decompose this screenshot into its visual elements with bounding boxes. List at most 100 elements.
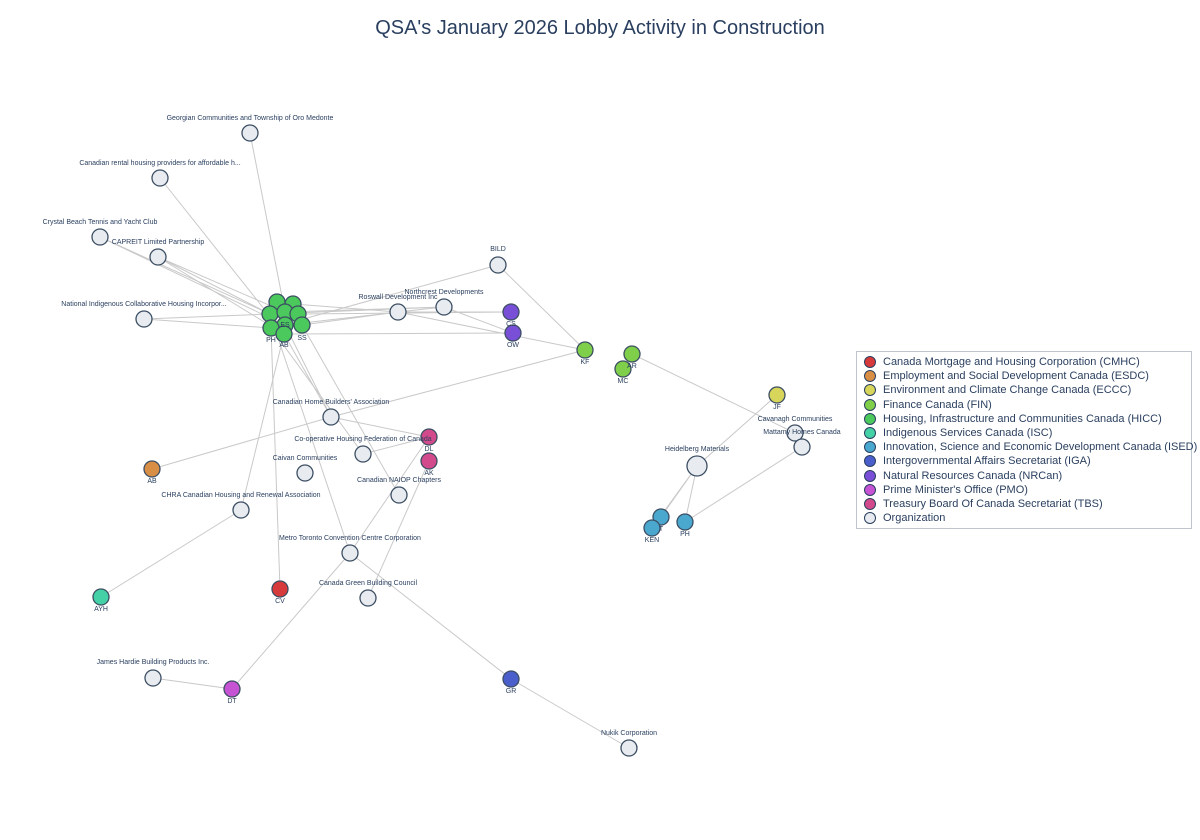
edge-georgian-h4 xyxy=(249,132,286,313)
node-label-ss: SS xyxy=(297,335,307,342)
edge-chba-ab2 xyxy=(151,416,332,470)
node-gr[interactable] xyxy=(502,670,520,688)
node-cv[interactable] xyxy=(271,580,289,598)
node-ayh[interactable] xyxy=(92,588,110,606)
legend-label: Environment and Climate Change Canada (E… xyxy=(883,384,1132,397)
node-ss[interactable] xyxy=(293,316,311,334)
node-chba[interactable] xyxy=(322,408,340,426)
node-label-roswall: Roswall Development Inc xyxy=(359,294,438,301)
edge-roswall-kf xyxy=(397,311,586,351)
node-caivan[interactable] xyxy=(296,464,314,482)
node-label-jh: James Hardie Building Products Inc. xyxy=(97,659,210,666)
node-label-georgian: Georgian Communities and Township of Oro… xyxy=(167,115,334,122)
node-label-nichi: National Indigenous Collaborative Housin… xyxy=(61,301,226,308)
node-cs[interactable] xyxy=(502,303,520,321)
node-label-crhp: Canadian rental housing providers for af… xyxy=(79,160,240,167)
node-nichi[interactable] xyxy=(135,310,153,328)
node-capreit[interactable] xyxy=(149,248,167,266)
legend-label: Intergovernmental Affairs Secretariat (I… xyxy=(883,455,1091,468)
legend-swatch-icon xyxy=(864,370,876,383)
edge-nichi-ph1 xyxy=(143,318,272,329)
node-jh[interactable] xyxy=(144,669,162,687)
legend-item[interactable]: Intergovernmental Affairs Secretariat (I… xyxy=(864,454,1191,468)
node-jf[interactable] xyxy=(768,386,786,404)
node-ab1[interactable] xyxy=(275,325,293,343)
edge-gr-nukik xyxy=(510,678,630,749)
node-label-ph1: PH xyxy=(266,337,276,344)
node-northcrest[interactable] xyxy=(435,298,453,316)
legend-item[interactable]: Organization xyxy=(864,511,1191,525)
node-label-cv: CV xyxy=(275,598,285,605)
node-crystal[interactable] xyxy=(91,228,109,246)
node-label-kf: KF xyxy=(581,359,590,366)
legend-item[interactable]: Environment and Climate Change Canada (E… xyxy=(864,383,1191,397)
node-crhp[interactable] xyxy=(151,169,169,187)
node-heidelberg[interactable] xyxy=(686,455,708,477)
legend-item[interactable]: Prime Minister's Office (PMO) xyxy=(864,483,1191,497)
edge-mtcc-dt xyxy=(231,552,351,690)
legend-item[interactable]: Natural Resources Canada (NRCan) xyxy=(864,469,1191,483)
node-dl[interactable] xyxy=(420,428,438,446)
legend-swatch-icon xyxy=(864,412,876,425)
node-kf[interactable] xyxy=(576,341,594,359)
edge-chra-ayh xyxy=(100,509,242,598)
edge-ph1-chfc xyxy=(270,327,364,455)
node-label-ak: AK xyxy=(424,470,434,477)
legend-item[interactable]: Canada Mortgage and Housing Corporation … xyxy=(864,355,1191,369)
node-label-crystal: Crystal Beach Tennis and Yacht Club xyxy=(43,219,158,226)
node-label-caivan: Caivan Communities xyxy=(273,455,338,462)
edge-ph1-bild xyxy=(270,264,499,329)
node-ken[interactable] xyxy=(643,519,661,537)
node-roswall[interactable] xyxy=(389,303,407,321)
node-ab2[interactable] xyxy=(143,460,161,478)
legend-label: Innovation, Science and Economic Develop… xyxy=(883,441,1198,454)
edge-ph1-cv xyxy=(270,327,281,590)
legend-label: Indigenous Services Canada (ISC) xyxy=(883,427,1053,440)
node-mattamy[interactable] xyxy=(793,438,811,456)
node-dt[interactable] xyxy=(223,680,241,698)
node-ak[interactable] xyxy=(420,452,438,470)
edge-capreit-h3 xyxy=(157,256,271,315)
node-chra[interactable] xyxy=(232,501,250,519)
legend-item[interactable]: Finance Canada (FIN) xyxy=(864,398,1191,412)
node-label-ayh: AYH xyxy=(94,606,108,613)
edge-h2-roswall xyxy=(292,303,399,313)
legend-item[interactable]: Employment and Social Development Canada… xyxy=(864,369,1191,383)
edge-chba-kf xyxy=(330,349,586,418)
edge-jh-dt xyxy=(152,677,233,690)
legend-item[interactable]: Housing, Infrastructure and Communities … xyxy=(864,412,1191,426)
node-label-dl: DL xyxy=(425,446,434,453)
node-label-gr: GR xyxy=(506,688,517,695)
legend-item[interactable]: Treasury Board Of Canada Secretariat (TB… xyxy=(864,497,1191,511)
legend-item[interactable]: Indigenous Services Canada (ISC) xyxy=(864,426,1191,440)
node-bild[interactable] xyxy=(489,256,507,274)
chart-title: QSA's January 2026 Lobby Activity in Con… xyxy=(375,17,825,39)
edge-capreit-ab1 xyxy=(157,256,285,335)
node-naiop[interactable] xyxy=(390,486,408,504)
edge-ss-naiop xyxy=(301,324,400,496)
legend-swatch-icon xyxy=(864,469,876,482)
node-label-ab2: AB xyxy=(147,478,157,485)
edge-nichi-h3 xyxy=(143,313,271,320)
edge-crystal-es xyxy=(99,236,286,326)
node-chfc[interactable] xyxy=(354,445,372,463)
legend-label: Prime Minister's Office (PMO) xyxy=(883,483,1028,496)
node-label-cgbc: Canada Green Building Council xyxy=(319,580,418,587)
edge-crhp-ab1 xyxy=(159,177,285,335)
node-ow[interactable] xyxy=(504,324,522,342)
node-ph2[interactable] xyxy=(676,513,694,531)
legend-item[interactable]: Innovation, Science and Economic Develop… xyxy=(864,440,1197,454)
node-mc[interactable] xyxy=(614,360,632,378)
node-ar[interactable] xyxy=(623,345,641,363)
edge-bild-kf xyxy=(497,264,586,351)
node-label-chba: Canadian Home Builders' Association xyxy=(273,399,390,406)
node-cavanagh[interactable] xyxy=(786,424,804,442)
node-nukik[interactable] xyxy=(620,739,638,757)
node-mtcc[interactable] xyxy=(341,544,359,562)
legend-label: Housing, Infrastructure and Communities … xyxy=(883,412,1162,425)
legend-swatch-icon xyxy=(864,497,876,510)
node-cgbc[interactable] xyxy=(359,589,377,607)
legend[interactable]: Canada Mortgage and Housing Corporation … xyxy=(856,351,1197,529)
node-georgian[interactable] xyxy=(241,124,259,142)
